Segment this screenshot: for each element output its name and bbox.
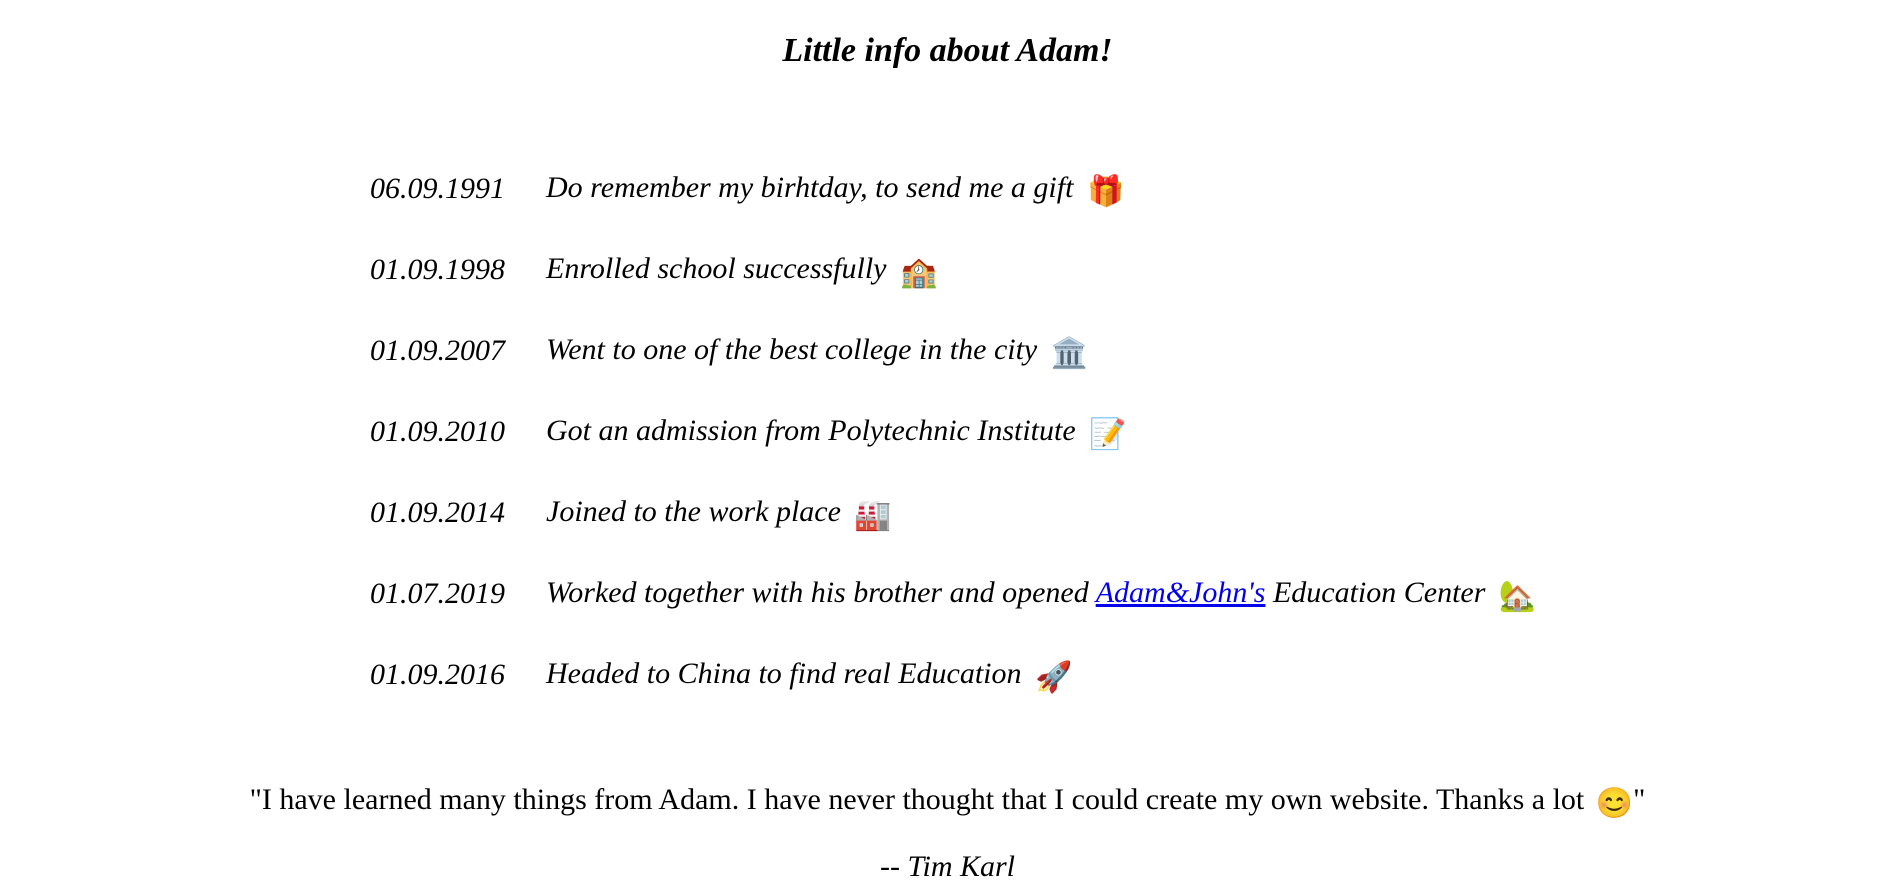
author-name: Tim Karl xyxy=(907,850,1016,883)
timeline-event: Went to one of the best college in the c… xyxy=(546,310,1536,391)
college-building-icon: 🏛️ xyxy=(1050,336,1089,370)
factory-icon: 🏭 xyxy=(854,498,892,532)
timeline-date: 01.09.2014 xyxy=(370,495,505,529)
author-prefix: -- xyxy=(879,850,900,883)
timeline-event: Got an admission from Polytechnic Instit… xyxy=(546,391,1536,472)
timeline-table: 06.09.1991 Do remember my birhtday, to s… xyxy=(370,148,1536,715)
timeline-row: 01.09.2007 Went to one of the best colle… xyxy=(370,310,1536,391)
timeline-date: 06.09.1991 xyxy=(370,171,505,205)
timeline-event-text: Got an admission from Polytechnic Instit… xyxy=(546,413,1076,447)
timeline-row: 01.07.2019 Worked together with his brot… xyxy=(370,553,1536,634)
house-icon: 🏡 xyxy=(1498,579,1537,613)
gift-icon: 🎁 xyxy=(1086,174,1125,208)
timeline-event: Joined to the work place 🏭 xyxy=(546,472,1536,553)
timeline-date: 01.09.2016 xyxy=(370,657,505,691)
school-icon: 🏫 xyxy=(900,255,938,289)
timeline-event-text: Do remember my birhtday, to send me a gi… xyxy=(546,170,1074,204)
timeline-date: 01.09.2007 xyxy=(370,333,505,367)
education-center-link[interactable]: Adam&John's xyxy=(1095,575,1266,609)
timeline-row: 06.09.1991 Do remember my birhtday, to s… xyxy=(370,148,1536,229)
testimonial-author: -- Tim Karl xyxy=(0,850,1895,884)
timeline-date: 01.09.1998 xyxy=(370,252,505,286)
timeline-event: Enrolled school successfully 🏫 xyxy=(546,229,1536,310)
timeline-event: Headed to China to find real Education 🚀 xyxy=(546,634,1536,715)
smile-icon: 😊 xyxy=(1595,787,1634,820)
timeline-event-text: Enrolled school successfully xyxy=(546,251,887,285)
timeline-event: Worked together with his brother and ope… xyxy=(546,553,1536,634)
timeline-date: 01.07.2019 xyxy=(370,576,505,610)
timeline-event-text: Headed to China to find real Education xyxy=(546,656,1022,690)
timeline-row: 01.09.1998 Enrolled school successfully … xyxy=(370,229,1536,310)
rocket-icon: 🚀 xyxy=(1035,660,1073,694)
testimonial-quote: "I have learned many things from Adam. I… xyxy=(0,783,1895,819)
page-title: Little info about Adam! xyxy=(782,32,1113,69)
document-icon: 📝 xyxy=(1089,417,1127,451)
timeline-row: 01.09.2014 Joined to the work place 🏭 xyxy=(370,472,1536,553)
timeline-row: 01.09.2010 Got an admission from Polytec… xyxy=(370,391,1536,472)
timeline-event-text: Joined to the work place xyxy=(546,494,841,528)
timeline-date: 01.09.2010 xyxy=(370,414,505,448)
testimonial-quote-close: " xyxy=(1633,783,1646,816)
timeline-row: 01.09.2016 Headed to China to find real … xyxy=(370,634,1536,715)
timeline-event: Do remember my birhtday, to send me a gi… xyxy=(546,148,1536,229)
testimonial-quote-text: "I have learned many things from Adam. I… xyxy=(249,783,1585,816)
timeline-event-text-suffix: Education Center xyxy=(1272,575,1486,609)
timeline-event-text: Worked together with his brother and ope… xyxy=(546,575,1089,609)
timeline-event-text: Went to one of the best college in the c… xyxy=(546,332,1038,366)
